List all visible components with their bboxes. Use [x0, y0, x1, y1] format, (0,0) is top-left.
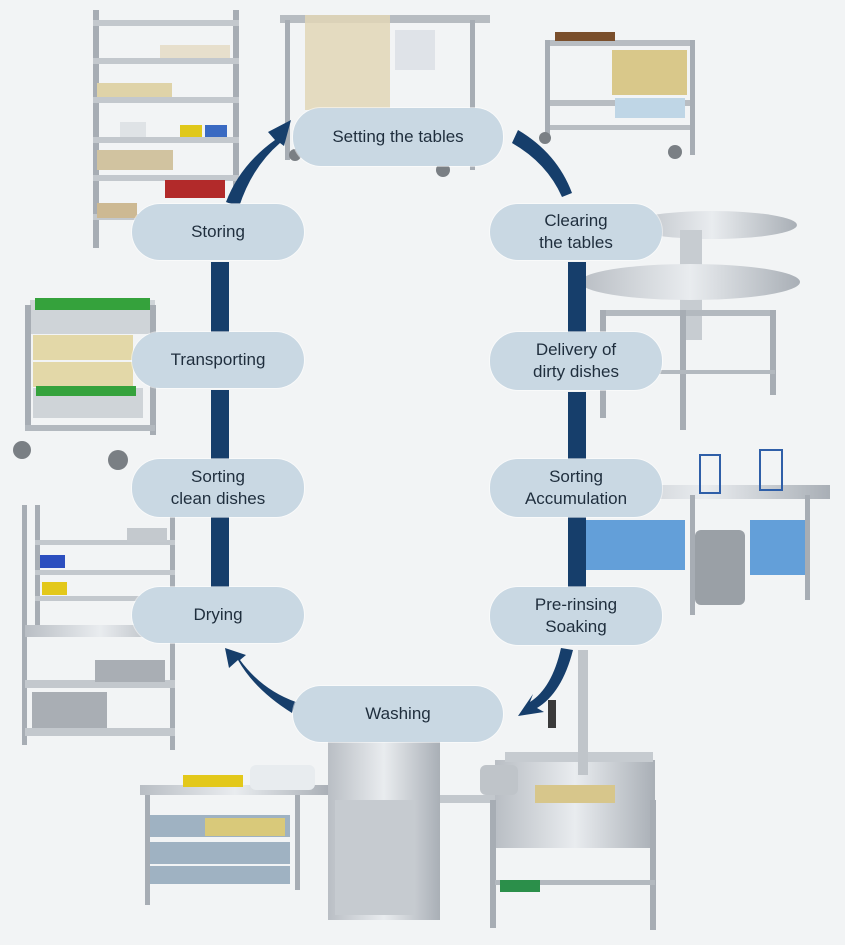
serving-trolley-icon — [280, 15, 490, 177]
step-drying: Drying — [132, 587, 304, 643]
step-storing: Storing — [132, 204, 304, 260]
step-washing: Washing — [293, 686, 503, 742]
rack-trolley-icon — [13, 298, 156, 470]
round-clearing-table-icon — [580, 211, 800, 430]
step-setting-the-tables: Setting the tables — [293, 108, 503, 166]
step-pre-rinsing-soaking: Pre-rinsing Soaking — [490, 587, 662, 645]
sorting-table-icon — [580, 449, 830, 615]
dish-cart-icon — [539, 32, 695, 159]
cycle-arrows — [211, 120, 586, 716]
step-transporting: Transporting — [132, 332, 304, 388]
step-sorting-clean-dishes: Sorting clean dishes — [132, 459, 304, 517]
step-delivery-of-dirty-dishes: Delivery of dirty dishes — [490, 332, 662, 390]
step-clearing-the-tables: Clearing the tables — [490, 204, 662, 260]
dishwasher-line-icon — [140, 650, 656, 930]
step-sorting-accumulation: Sorting Accumulation — [490, 459, 662, 517]
